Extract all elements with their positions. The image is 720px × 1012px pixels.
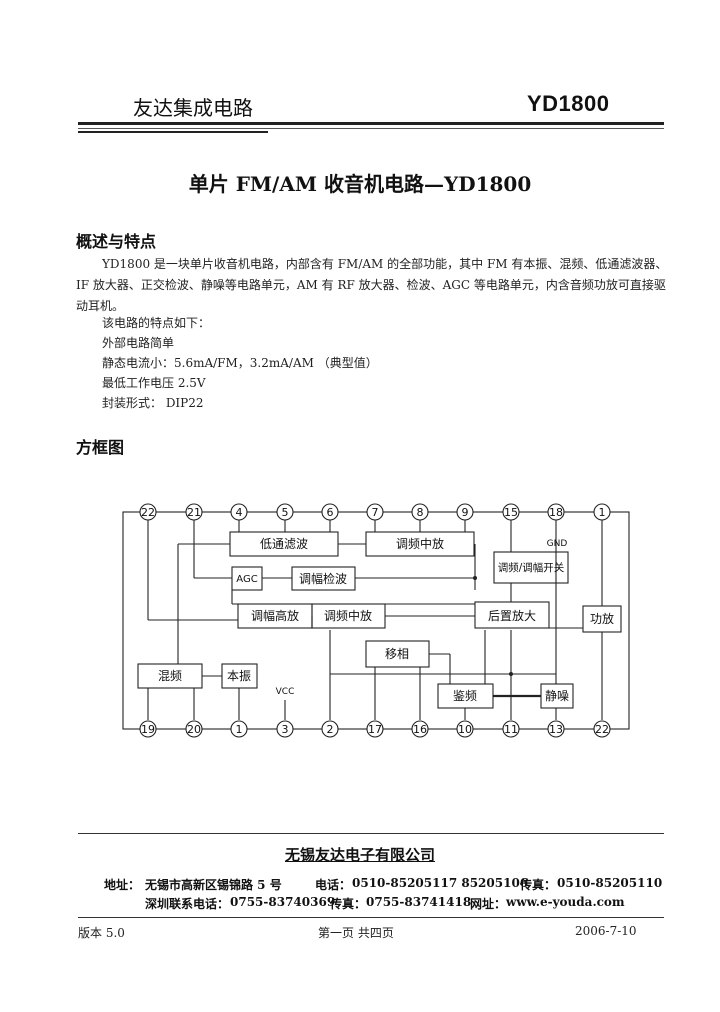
top-pin: 6 (327, 506, 334, 519)
fax-label: 传真： (520, 878, 557, 892)
top-pin: 9 (462, 506, 469, 519)
bottom-pin: 20 (187, 723, 201, 736)
header-rule-short (78, 131, 268, 133)
block-am-rf: 调幅高放 (251, 608, 299, 623)
top-pin: 7 (372, 506, 379, 519)
footer-company: 无锡友达电子有限公司 (284, 846, 435, 864)
block-phase: 移相 (385, 647, 409, 661)
top-pin: 18 (549, 506, 563, 519)
phone: 0510-85205117 85205106 (352, 876, 529, 890)
top-pin: 4 (236, 506, 243, 519)
block-mute: 静噪 (545, 689, 569, 703)
bottom-pin: 2 (327, 723, 334, 736)
block-agc: AGC (236, 574, 257, 585)
block-lowpass: 低通滤波 (260, 537, 308, 551)
web-label: 网址： (470, 897, 507, 911)
header-rule-thin (78, 128, 664, 129)
bottom-pin: 19 (141, 723, 155, 736)
page-title: 单片 FM/AM 收音机电路—YD1800 (188, 172, 532, 196)
fax: 0510-85205110 (557, 876, 663, 890)
sz-fax-label: 传真： (330, 897, 367, 911)
bottom-pin: 22 (595, 723, 609, 736)
overview-paragraph: YD1800 是一块单片收音机电路，内部含有 FM/AM 的全部功能，其中 FM… (76, 257, 668, 313)
sz-phone-label: 深圳联系电话： (145, 897, 230, 911)
gnd-label: GND (547, 539, 568, 549)
page-number: 第一页 共四页 (318, 926, 394, 940)
block-power-amp: 功放 (590, 611, 614, 626)
bottom-pin: 3 (282, 723, 289, 736)
vcc-label: VCC (276, 687, 295, 697)
block-osc: 本振 (227, 669, 251, 683)
sz-fax: 0755-83741418 (366, 895, 472, 909)
bottom-pin: 11 (504, 723, 518, 736)
feature-item: 外部电路简单 (102, 336, 175, 350)
section-heading-overview: 概述与特点 (76, 232, 157, 251)
bottom-pin: 17 (368, 723, 382, 736)
bottom-pin: 1 (236, 723, 243, 736)
bottom-pin: 10 (458, 723, 472, 736)
version: 版本 5.0 (78, 926, 125, 940)
top-pin: 21 (187, 506, 201, 519)
address-label: 地址： (104, 878, 141, 892)
block-mixer: 混频 (158, 669, 182, 683)
top-pin: 5 (282, 506, 289, 519)
sz-phone: 0755-83740369 (230, 895, 336, 909)
block-fm-if: 调频中放 (396, 536, 444, 551)
block-fm-if2: 调频中放 (324, 608, 372, 623)
header-company: 友达集成电路 (133, 96, 253, 120)
top-pin: 22 (141, 506, 155, 519)
feature-item: 静态电流小：5.6mA/FM，3.2mA/AM （典型值） (102, 356, 378, 370)
top-pin: 1 (599, 506, 606, 519)
top-pin: 8 (417, 506, 424, 519)
block-switch: 调频/调幅开关 (498, 561, 565, 574)
block-preamp: 后置放大 (488, 608, 536, 623)
website-link[interactable]: www.e-youda.com (506, 895, 625, 909)
header-model: YD1800 (527, 91, 610, 116)
footer-rule (78, 833, 664, 834)
top-pin: 15 (504, 506, 518, 519)
feature-item: 封装形式： DIP22 (102, 396, 204, 410)
block-discriminator: 鉴频 (453, 689, 477, 703)
bottom-pin: 16 (413, 723, 427, 736)
header-rule (78, 122, 664, 125)
address: 无锡市高新区锡锦路 5 号 (145, 878, 282, 892)
feature-item: 该电路的特点如下： (102, 316, 211, 330)
date: 2006-7-10 (575, 924, 637, 938)
block-am-detect: 调幅检波 (299, 571, 347, 586)
bottom-pin: 13 (549, 723, 563, 736)
section-heading-block-diagram: 方框图 (76, 438, 125, 457)
phone-label: 电话： (315, 878, 352, 892)
feature-item: 最低工作电压 2.5V (102, 376, 206, 390)
footer-rule-bottom (78, 917, 664, 918)
